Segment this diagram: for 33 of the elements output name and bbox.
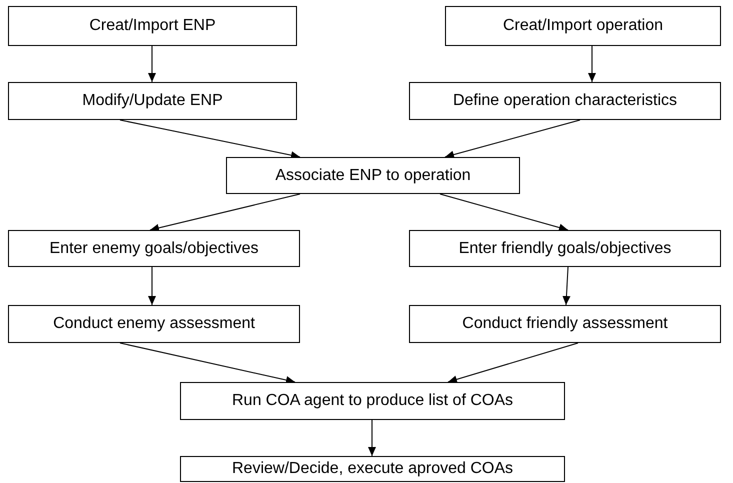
arrow <box>120 342 296 384</box>
process-box <box>8 305 300 343</box>
arrow <box>440 194 568 232</box>
box-label: Review/Decide, execute aproved COAs <box>232 459 514 479</box>
box-label: Conduct enemy assessment <box>53 314 255 334</box>
arrow <box>148 46 156 82</box>
box-label: Modify/Update ENP <box>82 91 223 111</box>
box-label: Define operation characteristics <box>452 91 678 111</box>
box-label: Creat/Import ENP <box>89 16 216 36</box>
process-box <box>226 157 520 194</box>
arrow <box>562 266 570 306</box>
arrow <box>588 46 596 82</box>
arrow <box>448 342 578 384</box>
box-label: Associate ENP to operation <box>275 166 471 186</box>
box-label: Run COA agent to produce list of COAs <box>232 391 514 411</box>
box-label: Conduct friendly assessment <box>462 314 668 334</box>
process-box <box>180 456 565 482</box>
arrow <box>444 120 580 158</box>
arrow <box>150 194 300 232</box>
process-box <box>8 230 300 267</box>
process-box <box>409 82 721 120</box>
process-box <box>8 6 297 46</box>
process-box <box>409 230 721 267</box>
process-box <box>409 305 721 343</box>
arrow <box>120 120 300 160</box>
box-label: Enter enemy goals/objectives <box>50 238 258 258</box>
process-box <box>445 6 721 46</box>
process-box <box>8 82 297 120</box>
arrow <box>368 420 376 456</box>
box-label: Creat/Import operation <box>502 16 664 36</box>
box-label: Enter friendly goals/objectives <box>458 238 672 258</box>
process-box <box>180 382 565 420</box>
arrow <box>148 266 156 306</box>
